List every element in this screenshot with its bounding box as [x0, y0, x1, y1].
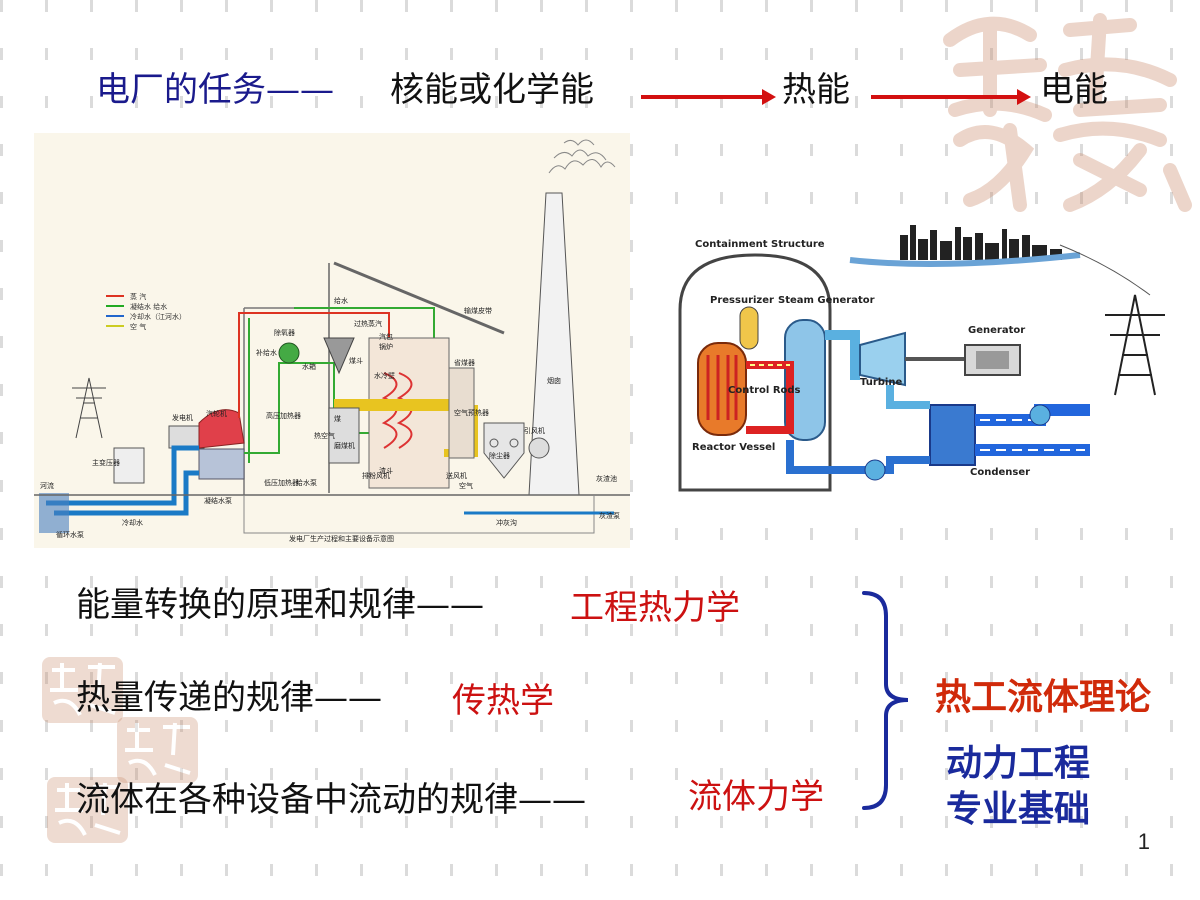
label-generator: 发电机 [172, 413, 193, 422]
label-water-tank: 水箱 [302, 362, 316, 371]
label-hp-heater: 高压加热器 [266, 411, 301, 420]
row-subject-thermodynamics: 工程热力学 [570, 588, 740, 628]
label-hot-air: 热空气 [314, 431, 335, 440]
label-condenser: Condenser [970, 467, 1030, 478]
label-air-preheater: 空气预热器 [454, 408, 489, 417]
title-source-energy: 核能或化学能 [390, 70, 594, 110]
row-subject-fluid-mechanics: 流体力学 [688, 777, 824, 817]
label-coal-bunker: 煤斗 [349, 356, 363, 365]
nuclear-power-plant-diagram: Containment Structure Pressurizer Steam … [660, 225, 1180, 525]
label-dust-collector: 除尘器 [489, 451, 510, 460]
label-turbine-nuclear: Turbine [860, 377, 902, 388]
label-boiler: 锅炉 [379, 342, 393, 351]
label-pressurizer: Pressurizer [710, 295, 774, 306]
label-slag-hopper: 渣斗 [379, 466, 393, 475]
label-coal-conveyor: 输煤皮带 [464, 306, 492, 315]
label-water-wall: 水冷壁 [374, 371, 395, 380]
label-condensate-pump: 凝结水泵 [204, 496, 232, 505]
label-feed-water: 给水 [334, 296, 348, 305]
label-chimney: 烟囱 [547, 376, 561, 385]
label-deaerator: 除氧器 [274, 328, 295, 337]
label-steam-generator: Steam Generator [778, 295, 875, 306]
label-id-fan: 引风机 [524, 426, 545, 435]
label-slag-pool: 灰渣池 [596, 474, 617, 483]
label-coal: 煤 [334, 414, 341, 423]
label-coal-mill: 磨煤机 [334, 441, 355, 450]
diagram-caption: 发电厂生产过程和主要设备示意图 [289, 534, 394, 543]
label-circulating-pump: 循环水泵 [56, 530, 84, 539]
label-ash-trench: 冲灰沟 [496, 518, 517, 527]
legend-condensate: 凝结水 给水 [130, 302, 167, 311]
basis-label: 动力工程 专业基础 [946, 740, 1090, 832]
arrow-to-heat [641, 89, 776, 105]
title-prefix: 电厂的任务—— [96, 70, 334, 110]
label-cooling-water: 冷却水 [122, 518, 143, 527]
legend-air: 空 气 [130, 322, 146, 331]
title-electric-energy: 电能 [1040, 70, 1108, 110]
label-fd-fan: 送风机 [446, 471, 467, 480]
label-main-transformer: 主变压器 [92, 458, 120, 467]
arrow-to-electric [871, 89, 1031, 105]
label-slag-pump: 灰渣泵 [599, 511, 620, 520]
row-subject-heat-transfer: 传热学 [452, 681, 554, 721]
label-lp-heater: 低压加热器 [264, 478, 299, 487]
label-superheated-steam: 过热蒸汽 [354, 319, 382, 328]
thermal-power-plant-diagram: 蒸 汽 凝结水 给水 冷却水（江河水） 空 气 [34, 133, 630, 548]
seal-stamp-small-3 [47, 777, 128, 843]
label-generator-nuclear: Generator [968, 325, 1025, 336]
label-economizer: 省煤器 [454, 358, 475, 367]
legend-steam: 蒸 汽 [130, 292, 146, 301]
row-fluid-flow: 流体在各种设备中流动的规律—— [76, 780, 586, 820]
label-feed-pump: 给水泵 [296, 478, 317, 487]
label-river: 河流 [40, 481, 54, 490]
legend-cooling-water: 冷却水（江河水） [130, 312, 186, 321]
label-exhaust-fan: 排粉风机 [362, 471, 390, 480]
label-reactor-vessel: Reactor Vessel [692, 442, 775, 453]
label-makeup-water: 补给水 [256, 348, 277, 357]
seal-stamp-small-1 [42, 657, 123, 723]
seal-stamp-large [943, 13, 1192, 212]
row-heat-transfer: 热量传递的规律—— [76, 678, 382, 718]
basis-line-2: 专业基础 [946, 788, 1091, 830]
right-brace [862, 591, 909, 810]
theory-label: 热工流体理论 [935, 676, 1152, 718]
label-control-rods: Control Rods [728, 385, 801, 396]
basis-line-1: 动力工程 [946, 742, 1091, 784]
label-containment: Containment Structure [695, 239, 825, 250]
label-turbine: 汽轮机 [206, 409, 227, 418]
label-drum: 汽包 [379, 332, 393, 341]
seal-stamp-small-2 [117, 717, 198, 783]
row-energy-conversion: 能量转换的原理和规律—— [76, 585, 484, 625]
title-heat-energy: 热能 [782, 70, 850, 110]
label-air: 空气 [459, 481, 473, 490]
page-number: 1 [1137, 829, 1150, 854]
